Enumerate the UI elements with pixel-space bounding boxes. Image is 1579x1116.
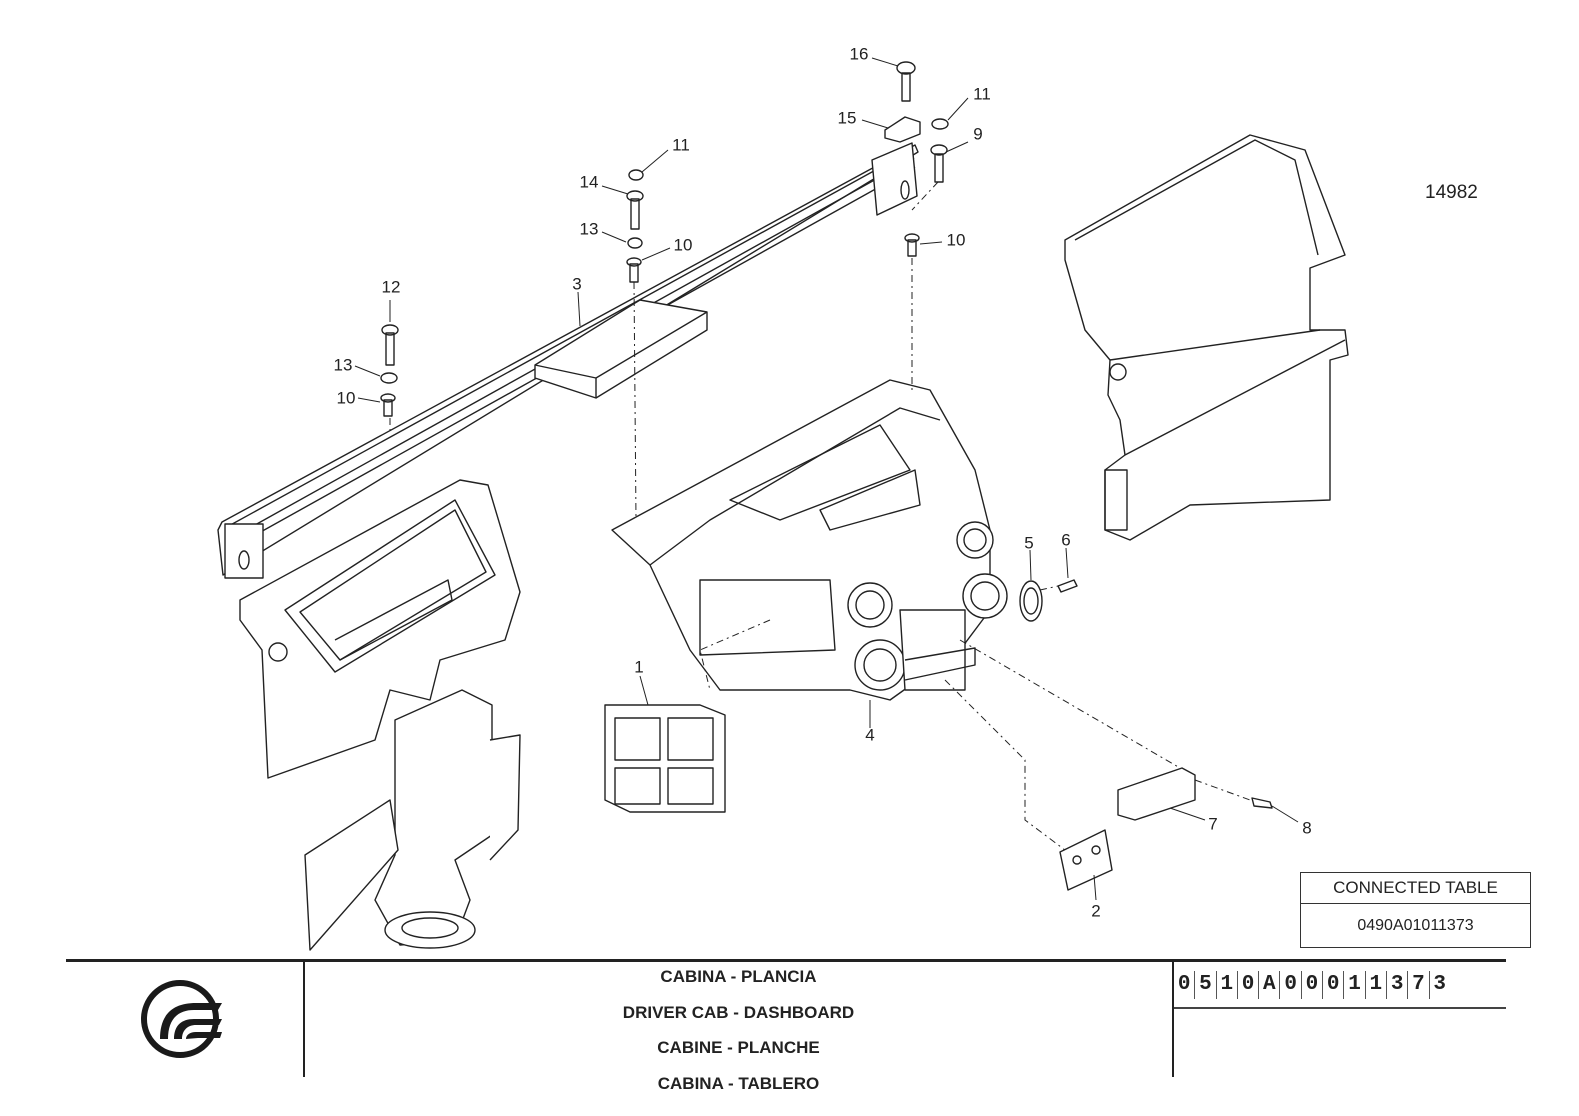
- drawing-titles: CABINA - PLANCIA DRIVER CAB - DASHBOARD …: [305, 959, 1172, 1101]
- leader-lines: [354, 57, 1299, 901]
- title-block-divider: [1172, 959, 1174, 1077]
- title-block: CABINA - PLANCIA DRIVER CAB - DASHBOARD …: [66, 959, 1506, 1116]
- part-number-digit: 0: [1280, 971, 1302, 999]
- callout-1: 1: [634, 657, 644, 677]
- exploded-view-drawing: [217, 57, 1349, 951]
- callout-10: 10: [673, 235, 693, 255]
- company-logo-icon: [141, 980, 222, 1058]
- central-console: [611, 379, 1008, 701]
- callout-13: 13: [579, 219, 599, 239]
- part-number-digit: A: [1259, 971, 1281, 999]
- title-english: DRIVER CAB - DASHBOARD: [622, 1002, 855, 1022]
- callout-3: 3: [572, 274, 582, 294]
- connected-table-value: 0490A01011373: [1357, 917, 1474, 934]
- callout-7: 7: [1208, 814, 1218, 834]
- callout-16: 16: [849, 44, 869, 64]
- steering-column-cover: [304, 689, 521, 951]
- part-number-digit: 5: [1195, 971, 1217, 999]
- title-block-divider: [303, 959, 305, 1077]
- part-number-digit: 3: [1387, 971, 1409, 999]
- title-italian: CABINA - PLANCIA: [660, 967, 817, 986]
- part-number-digit: 3: [1433, 973, 1447, 996]
- title-french: CABINE - PLANCHE: [657, 1038, 820, 1057]
- part-number-digit: 0: [1323, 971, 1345, 999]
- small-parts: [380, 61, 1273, 891]
- callout-8: 8: [1302, 818, 1312, 838]
- title-spanish: CABINA - TABLERO: [657, 1073, 820, 1093]
- connected-table-header: CONNECTED TABLE: [1301, 873, 1530, 904]
- part-number-digit: 0: [1238, 971, 1260, 999]
- vent-grille: [604, 704, 726, 813]
- callout-15: 15: [837, 108, 857, 128]
- callout-11: 11: [973, 84, 991, 104]
- callout-12: 12: [381, 277, 401, 297]
- callout-14: 14: [579, 172, 599, 192]
- drawing-number: 14982: [1425, 182, 1478, 203]
- connected-table-box: CONNECTED TABLE 0490A01011373: [1300, 872, 1531, 948]
- part-number-digit: 7: [1408, 971, 1430, 999]
- dashboard-top-rail: [217, 142, 919, 579]
- callout-6: 6: [1061, 530, 1071, 550]
- callout-4: 4: [865, 725, 875, 745]
- part-number-digit: 1: [1344, 971, 1366, 999]
- part-number: 0 5 1 0 A 0 0 0 1 1 3 7 3: [1174, 971, 1450, 999]
- assembly-lines: [389, 181, 1251, 851]
- part-number-digit: 1: [1366, 971, 1387, 999]
- callout-10: 10: [336, 388, 356, 408]
- part-number-underline: [1174, 1007, 1506, 1009]
- part-number-digit: 1: [1217, 971, 1238, 999]
- callout-2: 2: [1091, 901, 1101, 921]
- left-instrument-housing: [239, 479, 521, 779]
- right-glovebox-housing: [1064, 134, 1349, 541]
- part-number-digit: 0: [1174, 971, 1196, 999]
- callout-10: 10: [946, 230, 966, 250]
- callout-13: 13: [333, 355, 353, 375]
- part-number-digit: 0: [1302, 971, 1324, 999]
- callout-5: 5: [1024, 533, 1034, 553]
- callout-11: 11: [672, 135, 690, 155]
- title-block-border: [66, 959, 1506, 962]
- callout-9: 9: [973, 124, 983, 144]
